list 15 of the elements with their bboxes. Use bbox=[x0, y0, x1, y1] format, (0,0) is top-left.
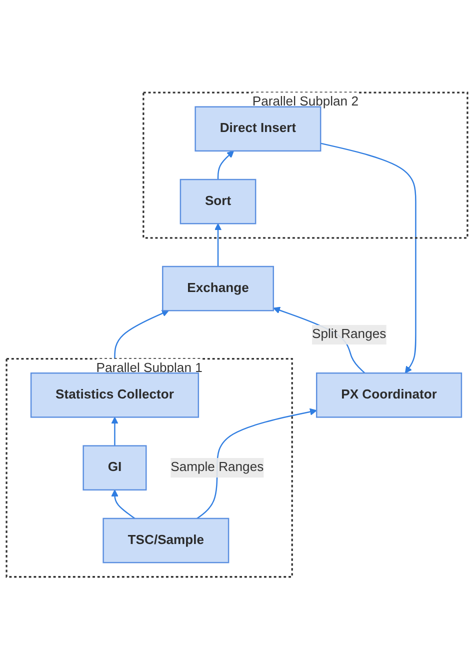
arrow bbox=[217, 150, 234, 180]
arrow bbox=[196, 408, 317, 519]
node-box: Statistics Collector bbox=[30, 372, 200, 418]
arrow bbox=[214, 223, 222, 266]
node-box: Sort bbox=[180, 178, 256, 224]
node-box: Exchange bbox=[162, 266, 274, 312]
arrow bbox=[111, 489, 136, 519]
edge-label: Split Ranges bbox=[312, 327, 386, 342]
node-box: TSC/Sample bbox=[102, 518, 230, 563]
arrow bbox=[320, 142, 416, 374]
edge-label: Sample Ranges bbox=[170, 460, 264, 474]
node-box: GI bbox=[82, 444, 147, 490]
node-box: Direct Insert bbox=[194, 106, 322, 152]
node-box: PX Coordinator bbox=[316, 372, 462, 418]
arrow bbox=[111, 416, 118, 446]
